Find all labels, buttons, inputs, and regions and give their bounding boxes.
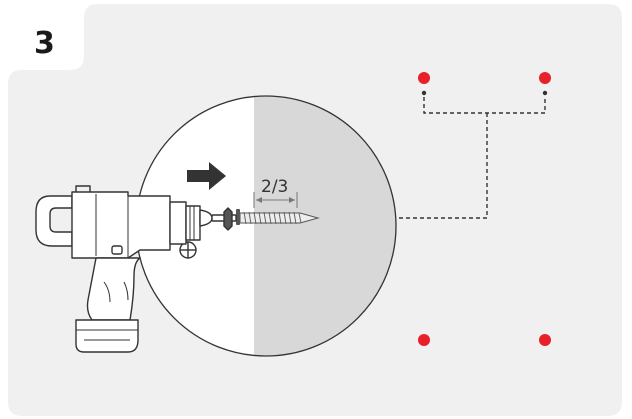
- step-number: 3: [34, 26, 55, 61]
- leader-lines: [398, 97, 546, 219]
- hole-marker-top-left: [418, 72, 430, 84]
- depth-dimension: [253, 192, 298, 208]
- leader-dot-right: [542, 90, 548, 96]
- hole-marker-top-right: [539, 72, 551, 84]
- screw-icon: [236, 209, 320, 225]
- phillips-head-icon: [179, 241, 197, 259]
- hole-marker-bottom-left: [418, 334, 430, 346]
- leader-dot-left: [421, 90, 427, 96]
- hole-markers: [418, 72, 551, 346]
- screw-depth-label: 2/3: [261, 177, 288, 197]
- hole-marker-bottom-right: [539, 334, 551, 346]
- direction-arrow-icon: [187, 162, 226, 190]
- cordless-drill-icon: [35, 185, 237, 353]
